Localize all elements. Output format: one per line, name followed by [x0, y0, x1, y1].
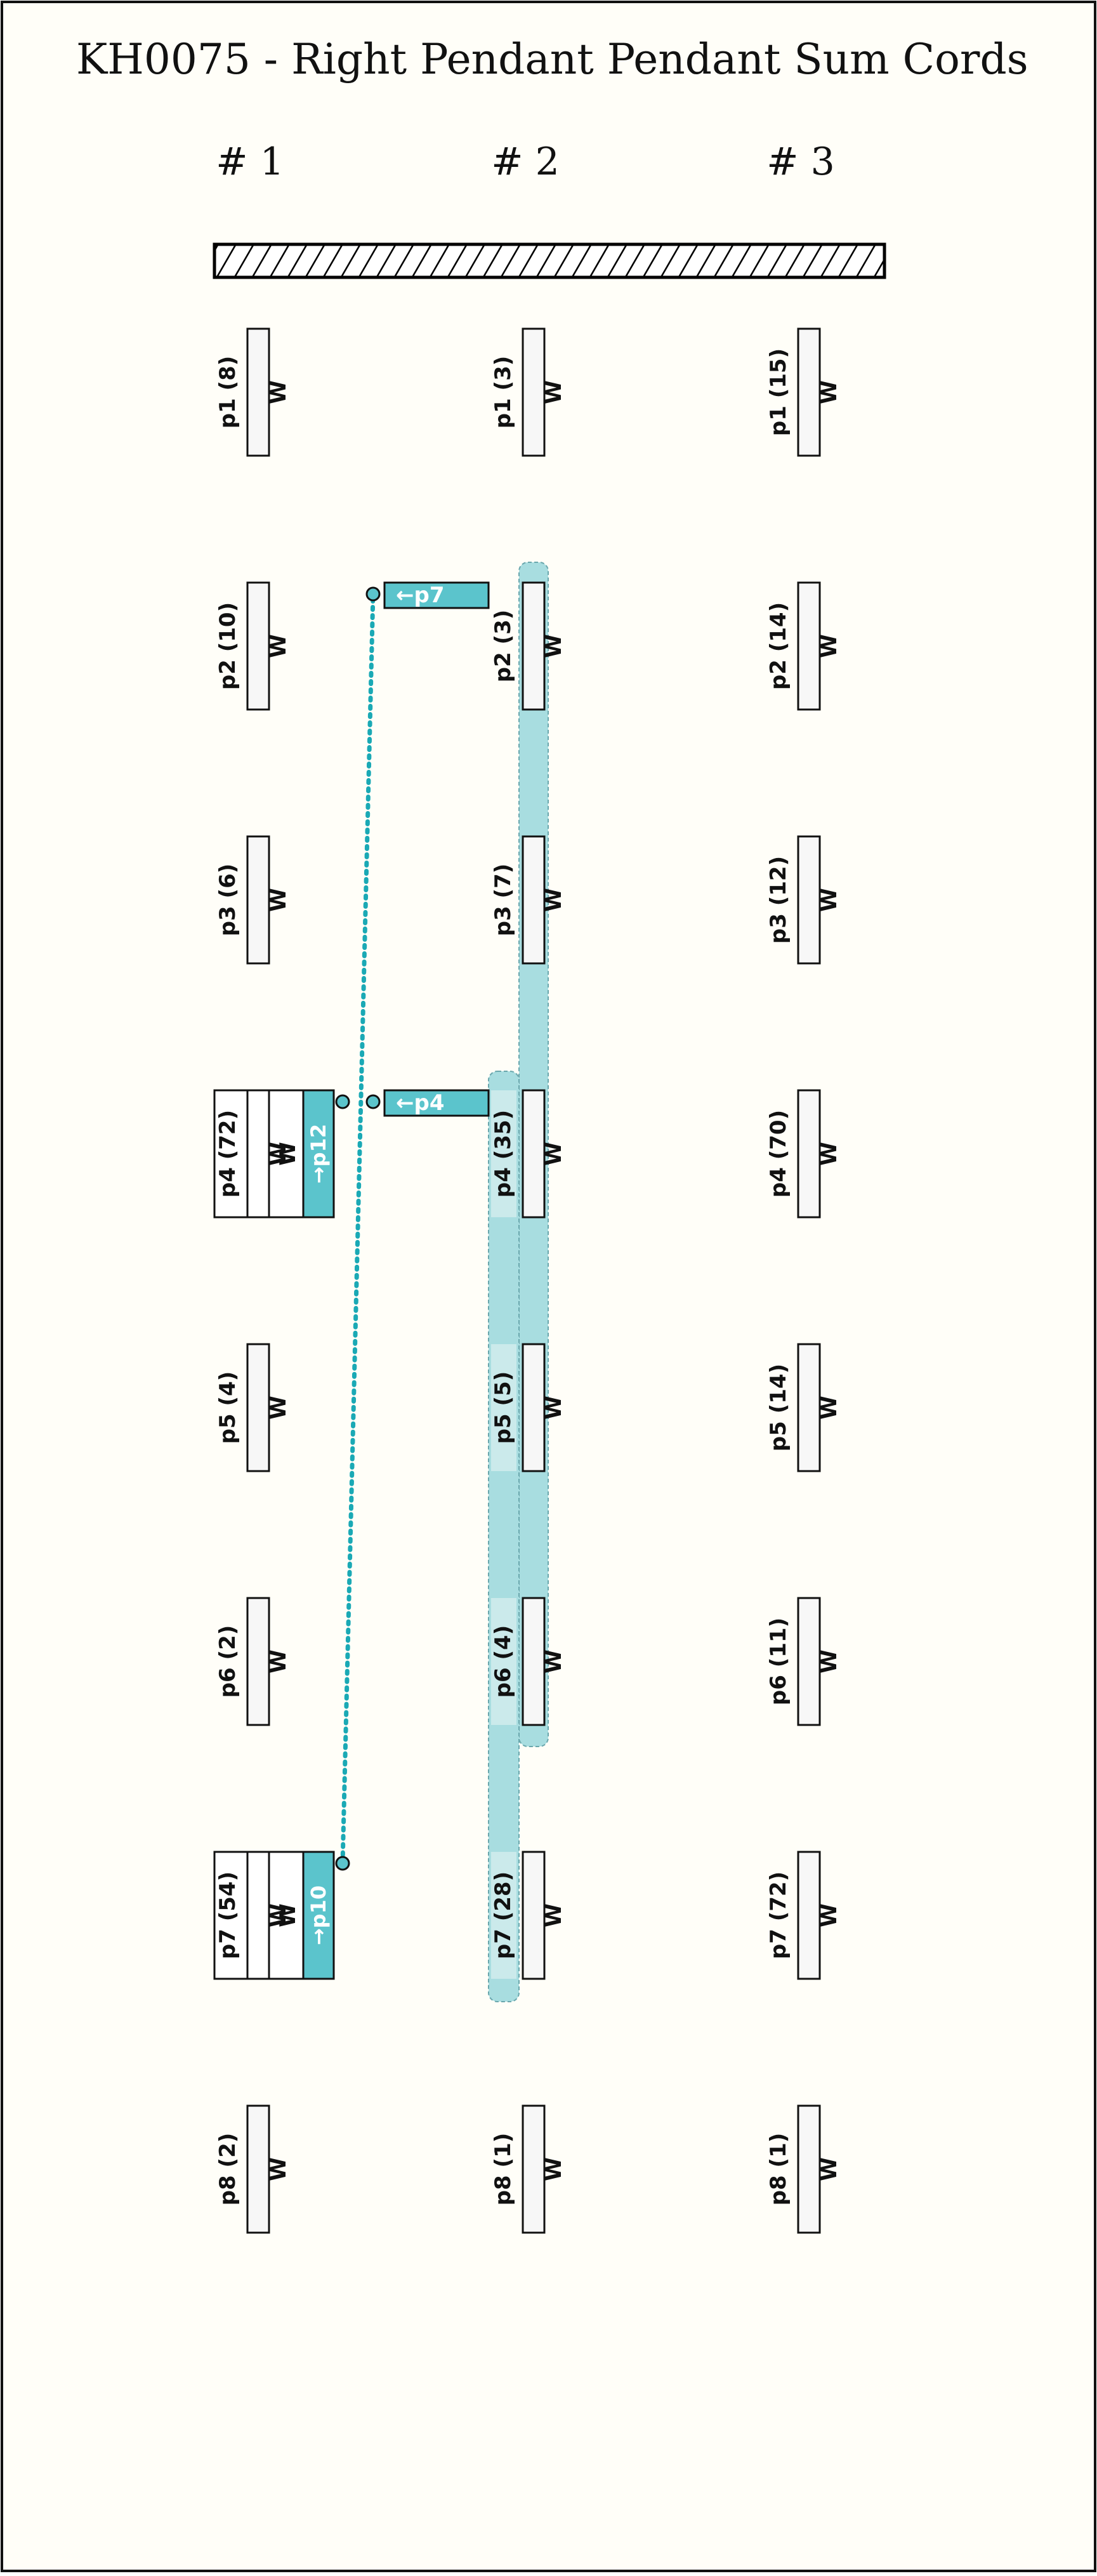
pendant-cord: p7 (72) W [766, 1851, 842, 1980]
cord-label: p1 (3) [490, 356, 516, 429]
cord-label: p2 (3) [490, 610, 516, 683]
cord-label: p2 (10) [215, 602, 240, 690]
primary-cord-bar [213, 242, 886, 279]
sum-tag-2: ←p4 [383, 1089, 490, 1117]
cord-color-code: W [266, 634, 291, 658]
cord-color-code: W [541, 1142, 567, 1166]
cord-label: p4 (35) [490, 1110, 516, 1198]
pendant-cord: p8 (2) W [215, 2104, 291, 2234]
cord-color-code: W [541, 1396, 567, 1420]
cord-color-code: W [541, 1649, 567, 1674]
cord-color-code: W [266, 1142, 291, 1166]
cord-label: p3 (12) [766, 856, 791, 944]
pendant-cord: p3 (6) W [215, 835, 291, 965]
link-endpoint-dot [365, 1094, 381, 1109]
cord-color-code: W [541, 380, 567, 404]
cord-color-code: W [817, 1649, 842, 1674]
pendant-cord: p4 (70) W [766, 1089, 842, 1219]
pendant-cord: p5 (5) W [490, 1343, 567, 1472]
sum-band-2 [488, 1071, 520, 2002]
pendant-cord: p8 (1) W [490, 2104, 567, 2234]
sum-tag-cell [302, 1851, 335, 1980]
pendant-cord: p1 (8) W [215, 327, 291, 457]
pendant-cord: p4 (35) W [490, 1089, 567, 1219]
cord-color-code: W [541, 634, 567, 658]
diagram-title: KH0075 - Right Pendant Pendant Sum Cords [76, 35, 1028, 84]
pendant-cord: p2 (14) W [766, 581, 842, 711]
group-labels: # 1 # 2 # 3 [216, 140, 835, 184]
cord-label: p5 (14) [766, 1364, 791, 1451]
cord-label: p5 (4) [215, 1371, 240, 1444]
sum-links: ←p7 ←p4 [335, 581, 490, 1871]
sum-tag-label: ←p4 [396, 1090, 444, 1116]
cord-color-code: W [817, 1903, 842, 1927]
sum-link-line [340, 591, 376, 1866]
group-label-3: # 3 [766, 140, 835, 184]
cord-label: p3 (6) [215, 864, 240, 937]
cord-sum-tag: →p12 [306, 1124, 331, 1184]
pendant-cord: p1 (3) W [490, 327, 567, 457]
link-endpoint-dot [335, 1856, 350, 1871]
cord-sum-tag: →p10 [306, 1886, 331, 1945]
cord-color-code: W [817, 634, 842, 658]
cord-color-code: W [266, 1649, 291, 1674]
cord-label: p3 (7) [490, 864, 516, 937]
pendant-cord: p7 (28) W [490, 1851, 567, 1980]
pendant-cord: p3 (12) W [766, 835, 842, 965]
cord-color-code: W [266, 888, 291, 912]
cord-color-code: W [817, 888, 842, 912]
cord-label: p7 (28) [490, 1872, 516, 1959]
group-label-2: # 2 [491, 140, 560, 184]
cord-label: p5 (5) [490, 1371, 516, 1444]
cord-color-code: W [266, 380, 291, 404]
cord-color-code: W [817, 1142, 842, 1166]
cord-label: p8 (1) [490, 2133, 516, 2206]
link-endpoint-dot [335, 1094, 350, 1109]
sum-tag-label: ←p7 [396, 583, 444, 608]
cord-label: p6 (2) [215, 1625, 240, 1698]
cord-label: p6 (4) [490, 1625, 516, 1698]
pendant-cord: p1 (15) W [766, 327, 842, 457]
cord-color-code: W [541, 888, 567, 912]
cord-label: p7 (72) [766, 1872, 791, 1959]
cord-color-code: W [266, 2157, 291, 2181]
cord-label: p8 (2) [215, 2133, 240, 2206]
cord-label: p1 (8) [215, 356, 240, 429]
cord-extra-color-code: W [275, 1903, 301, 1927]
pendant-cord: p5 (14) W [766, 1343, 842, 1472]
sum-tag-cell [302, 1089, 335, 1219]
cord-color-code: W [817, 2157, 842, 2181]
cord-extra-color-code: W [275, 1142, 301, 1166]
cord-color-code: W [266, 1396, 291, 1420]
pendant-cord: p8 (1) W [766, 2104, 842, 2234]
sum-tag-1: ←p7 [383, 581, 490, 609]
cord-color-code: W [266, 1903, 291, 1927]
pendant-cord: p2 (10) W [215, 581, 291, 711]
cord-color-code: W [541, 2157, 567, 2181]
group-label-1: # 1 [216, 140, 284, 184]
cord-color-code: W [817, 380, 842, 404]
cord-label: p4 (70) [766, 1110, 791, 1198]
cord-label: p8 (1) [766, 2133, 791, 2206]
link-endpoint-dot [365, 586, 381, 602]
cord-label: p4 (72) [215, 1110, 240, 1198]
pendant-cord: p3 (7) W [490, 835, 567, 965]
cord-label: p1 (15) [766, 348, 791, 436]
cord-label: p2 (14) [766, 602, 791, 690]
pendant-cord: p6 (4) W [490, 1597, 567, 1726]
cord-label: p7 (54) [215, 1872, 240, 1959]
cord-color-code: W [541, 1903, 567, 1927]
pendant-cord: p5 (4) W [215, 1343, 291, 1472]
pendant-cord: p6 (11) W [766, 1597, 842, 1726]
pendant-cord: p2 (3) W [490, 581, 567, 711]
cord-color-code: W [817, 1396, 842, 1420]
pendant-cord: p6 (2) W [215, 1597, 291, 1726]
cord-label: p6 (11) [766, 1618, 791, 1705]
